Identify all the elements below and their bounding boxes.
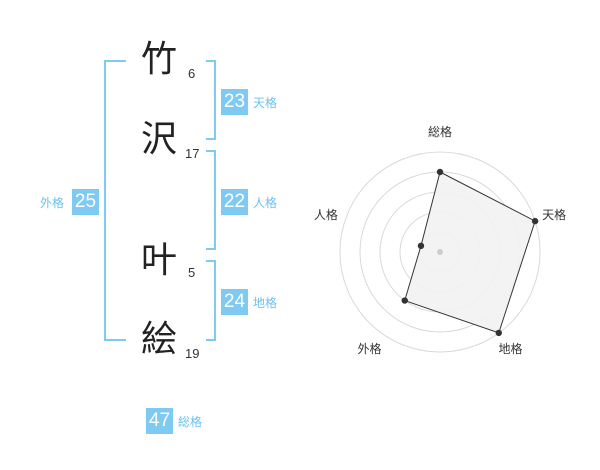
radar-axis-label: 人格 [314, 207, 338, 222]
radar-axis-label: 総格 [428, 124, 452, 139]
name-char-2: 沢 [141, 119, 178, 160]
radar-grid-ring [339, 151, 541, 353]
tenkaku-label: 天格 [253, 96, 278, 110]
radar-point [495, 329, 502, 337]
name-char-1: 竹 [141, 39, 178, 80]
radar-axis-label: 地格 [499, 341, 523, 356]
gaikaku-label: 外格 [40, 196, 65, 210]
stroke-count-4: 19 [185, 346, 200, 361]
chikaku-bracket [206, 260, 216, 341]
gaikaku-bracket [104, 60, 126, 341]
name-char-3: 叶 [141, 240, 178, 281]
jinkaku-bracket [206, 150, 216, 250]
chikaku-badge: 24 [221, 289, 248, 315]
radar-point [401, 297, 408, 304]
radar-point [531, 217, 539, 225]
soukaku-label: 総格 [178, 415, 203, 429]
chikaku-label: 地格 [253, 296, 278, 310]
tenkaku-badge: 23 [221, 89, 248, 115]
soukaku-badge: 47 [146, 408, 173, 434]
jinkaku-badge: 22 [221, 189, 248, 215]
radar-center-dot [437, 249, 443, 255]
stroke-count-1: 6 [188, 66, 196, 81]
stroke-count-3: 5 [188, 265, 196, 280]
radar-axis-label: 外格 [357, 341, 381, 356]
radar-series-area [404, 171, 536, 334]
name-char-4: 絵 [141, 319, 178, 360]
gaikaku-badge: 25 [72, 189, 99, 215]
radar-point [417, 242, 425, 250]
radar-point [436, 168, 444, 176]
tenkaku-bracket [206, 60, 216, 140]
jinkaku-label: 人格 [253, 196, 278, 210]
radar-axis-label: 天格 [542, 207, 566, 222]
stroke-count-2: 17 [185, 146, 200, 161]
